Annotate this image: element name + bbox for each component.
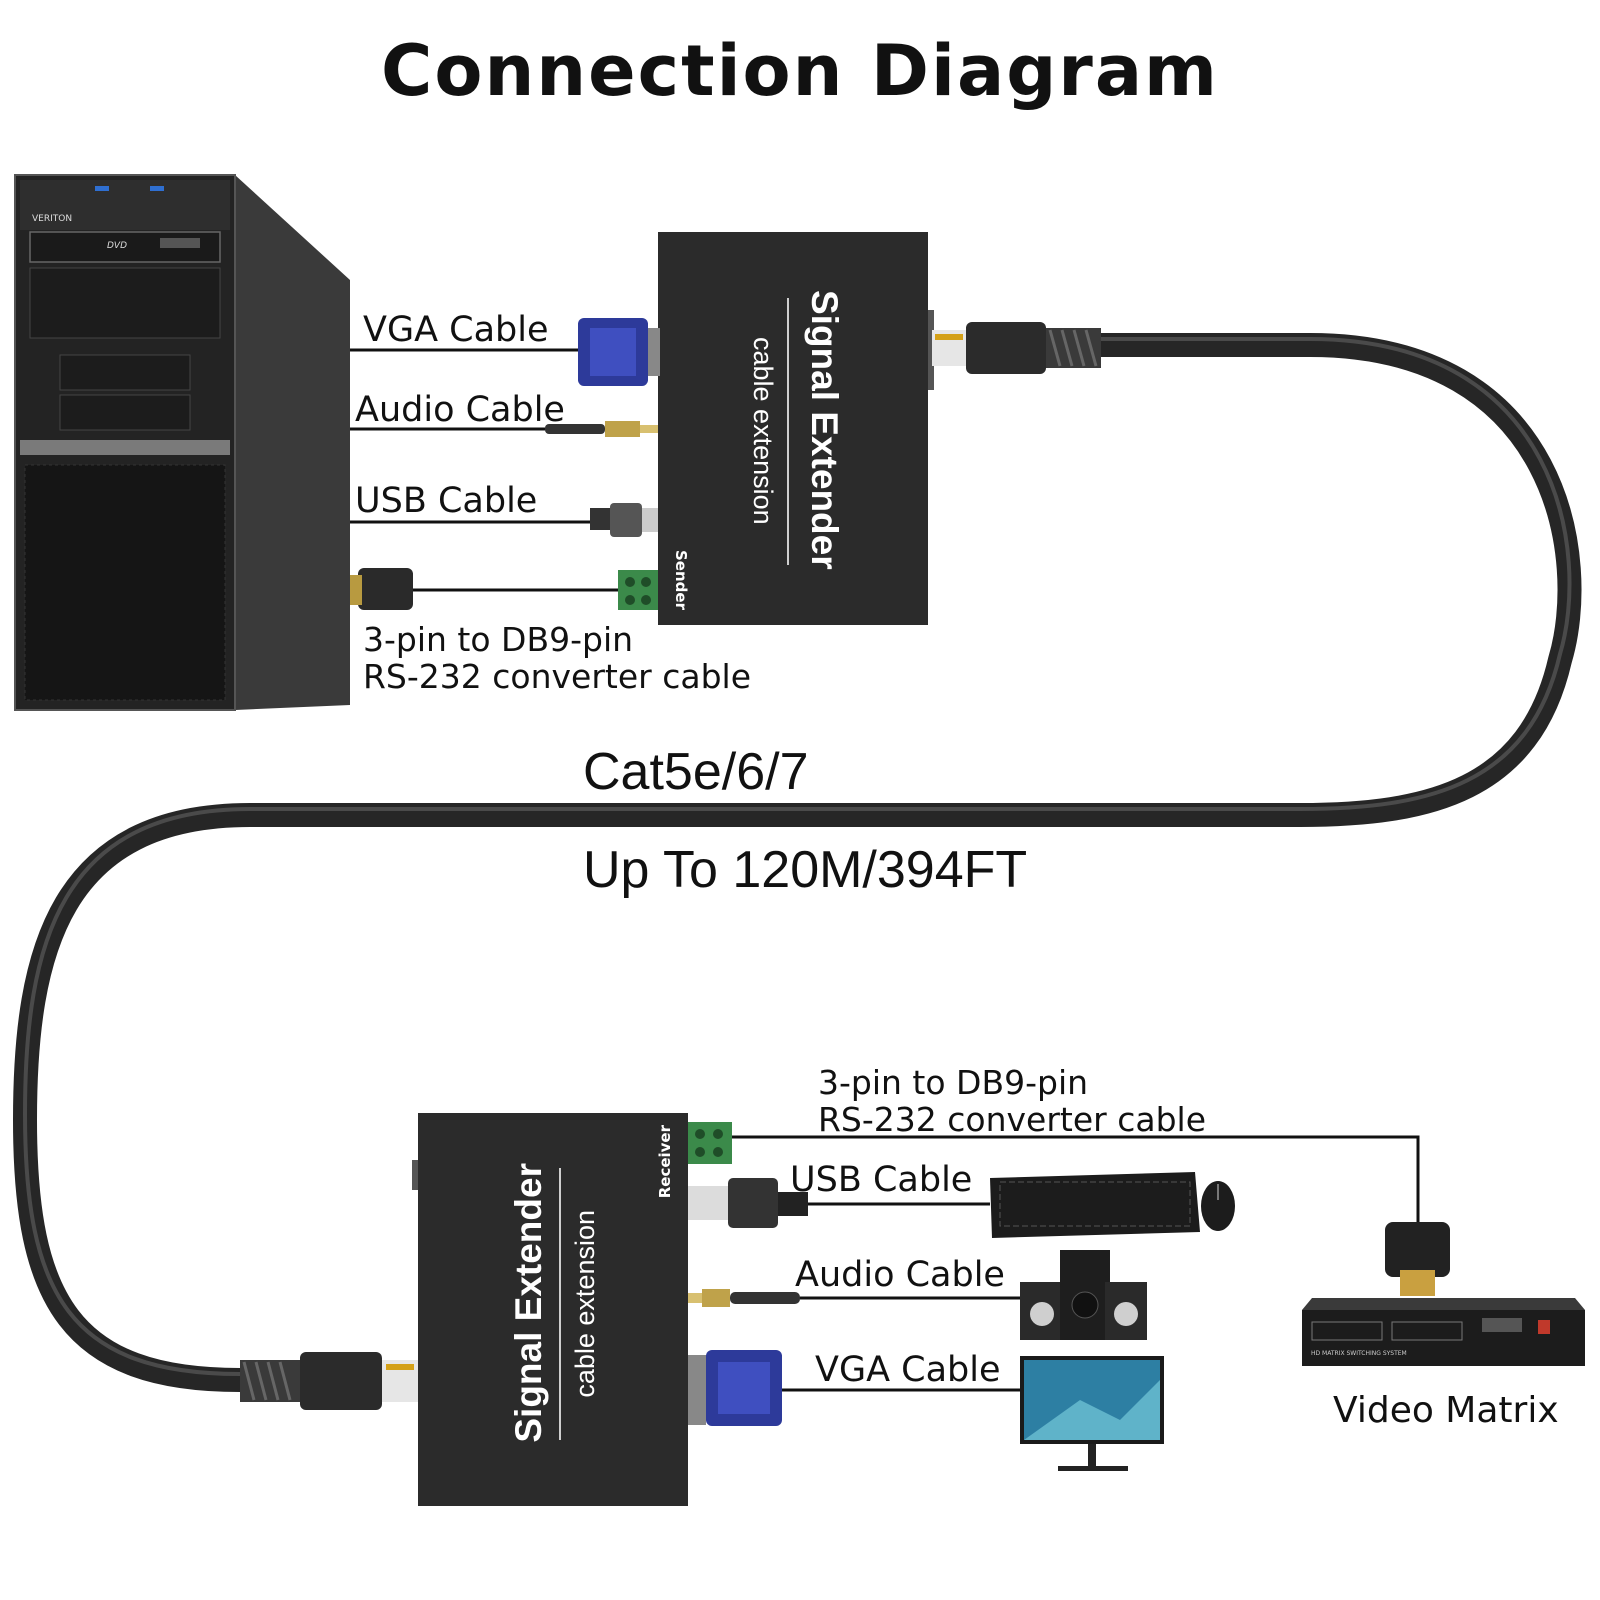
receiver-audio-label: Audio Cable <box>795 1255 1005 1295</box>
receiver-rs232-label-line1: 3-pin to DB9-pin <box>818 1063 1089 1102</box>
page-title: Connection Diagram <box>381 30 1219 112</box>
receiver-audio-jack-icon <box>688 1289 800 1307</box>
pc-brand-label: VERITON <box>32 214 73 224</box>
mouse-icon <box>1201 1181 1235 1231</box>
receiver-device-subtitle: cable extension <box>570 1210 600 1398</box>
receiver-rj45-plug-icon <box>240 1352 418 1410</box>
cable-distance-label: Up To 120M/394FT <box>583 841 1028 899</box>
receiver-extender-box <box>412 1113 688 1506</box>
computer-tower-icon <box>14 174 350 711</box>
receiver-terminal-block-icon <box>688 1122 732 1164</box>
keyboard-icon <box>990 1172 1200 1238</box>
sender-tag: Sender <box>672 550 690 610</box>
sender-wires <box>350 348 618 592</box>
receiver-device-name: Signal Extender <box>508 1163 549 1443</box>
video-matrix-label: Video Matrix <box>1333 1390 1559 1431</box>
speakers-icon <box>1020 1250 1147 1340</box>
receiver-usb-label: USB Cable <box>790 1160 973 1200</box>
video-matrix-icon <box>1302 1222 1585 1366</box>
sender-usb-connector-icon <box>590 503 658 537</box>
sender-device-subtitle: cable extension <box>748 337 778 525</box>
pc-db9-connector-icon <box>350 568 413 610</box>
receiver-usb-connector-icon <box>688 1178 808 1228</box>
receiver-vga-connector-icon <box>688 1350 782 1426</box>
receiver-vga-label: VGA Cable <box>815 1350 1001 1390</box>
sender-extender-box <box>658 232 934 625</box>
matrix-plate-text: HD MATRIX SWITCHING SYSTEM <box>1311 1350 1407 1357</box>
sender-audio-label: Audio Cable <box>355 390 565 430</box>
receiver-wires <box>732 1135 1420 1392</box>
sender-vga-label: VGA Cable <box>363 310 549 350</box>
cable-type-label: Cat5e/6/7 <box>583 743 809 801</box>
sender-rs232-label-line2: RS-232 converter cable <box>363 657 751 696</box>
sender-vga-connector-icon <box>578 318 660 386</box>
sender-terminal-block-icon <box>618 570 658 610</box>
receiver-rs232-label-line2: RS-232 converter cable <box>818 1100 1206 1139</box>
sender-usb-label: USB Cable <box>355 481 538 521</box>
pc-drive-label: DVD <box>107 241 128 251</box>
receiver-tag: Receiver <box>656 1125 674 1199</box>
monitor-icon <box>1020 1356 1164 1471</box>
sender-rj45-plug-icon <box>932 322 1101 374</box>
sender-audio-jack-icon <box>545 421 658 437</box>
sender-device-name: Signal Extender <box>804 290 845 570</box>
sender-rs232-label-line1: 3-pin to DB9-pin <box>363 620 634 659</box>
